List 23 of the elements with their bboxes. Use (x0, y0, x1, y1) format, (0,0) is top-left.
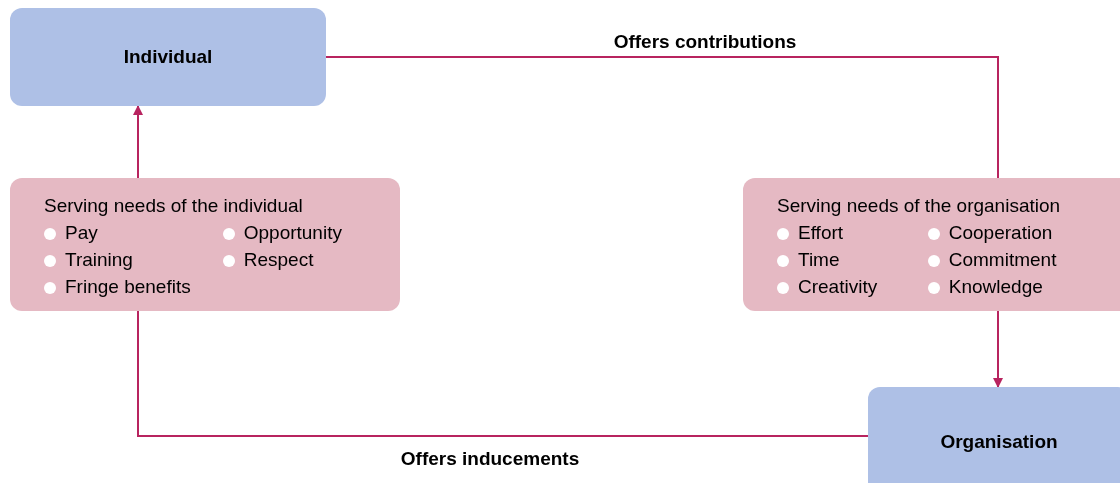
list-item: Opportunity (243, 221, 342, 246)
connector-arrow (133, 105, 143, 179)
connector-arrow (993, 310, 1003, 388)
list-item: Time (798, 248, 840, 273)
list-item: Creativity (798, 275, 878, 300)
entity-box (10, 8, 326, 106)
list-item: Fringe benefits (65, 275, 191, 300)
edge-label: Offers contributions (612, 30, 798, 54)
needs-box (10, 178, 400, 311)
entity-box (868, 387, 1120, 483)
entity-title: Individual (123, 44, 213, 69)
list-item: Cooperation (948, 221, 1053, 246)
list-item: Knowledge (948, 275, 1043, 300)
list-item: Pay (65, 221, 98, 246)
edge-label: Offers inducements (399, 447, 581, 471)
entity-title: Organisation (940, 429, 1058, 454)
list-item: Respect (243, 248, 314, 273)
list-item: Training (65, 248, 133, 273)
box-heading: Serving needs of the individual (44, 194, 304, 218)
box-heading: Serving needs of the organisation (777, 194, 1062, 218)
list-item: Effort (798, 221, 844, 246)
needs-box (743, 178, 1120, 311)
list-item: Commitment (948, 248, 1057, 273)
